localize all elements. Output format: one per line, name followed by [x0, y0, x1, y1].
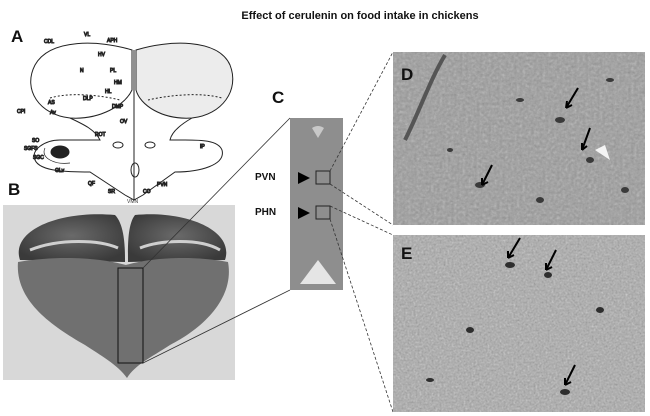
- phn-box: [315, 205, 331, 220]
- region-box: [117, 267, 144, 364]
- svg-text:HV: HV: [98, 52, 106, 58]
- svg-text:DLP: DLP: [83, 96, 93, 102]
- svg-text:IP: IP: [200, 144, 205, 150]
- svg-text:GLv: GLv: [55, 168, 65, 174]
- svg-text:PL: PL: [110, 68, 116, 74]
- svg-text:PVN: PVN: [157, 182, 168, 188]
- phn-arrowhead-icon: [298, 207, 310, 219]
- svg-text:ROT: ROT: [95, 132, 106, 138]
- arrow-icon: [564, 364, 576, 386]
- svg-text:VL: VL: [84, 32, 90, 38]
- svg-text:Av: Av: [50, 110, 56, 116]
- panel-label-d: D: [401, 65, 414, 84]
- svg-text:APH: APH: [107, 38, 118, 44]
- micrograph-d: [393, 52, 645, 225]
- svg-text:AS: AS: [48, 100, 55, 106]
- figure-title: Effect of cerulenin on food intake in ch…: [241, 10, 479, 22]
- svg-text:QF: QF: [88, 181, 95, 187]
- svg-text:HM: HM: [114, 80, 122, 86]
- svg-text:SGC: SGC: [33, 155, 44, 161]
- phn-label: PHN: [255, 207, 277, 218]
- panel-label-b: B: [8, 180, 21, 199]
- svg-text:OV: OV: [120, 119, 128, 125]
- arrow-icon: [581, 127, 591, 151]
- arrow-icon: [545, 249, 557, 271]
- pvn-box: [315, 170, 331, 185]
- svg-text:CDL: CDL: [44, 39, 54, 45]
- svg-text:SO: SO: [32, 138, 39, 144]
- atlas-diagram-bottom-label: VMN: [127, 199, 139, 205]
- svg-text:SR: SR: [108, 189, 115, 195]
- arrow-icon: [507, 237, 521, 259]
- coronal-strip: [290, 118, 343, 290]
- svg-text:CPi: CPi: [17, 109, 25, 115]
- svg-text:N: N: [80, 68, 84, 74]
- arrow-icon: [565, 87, 579, 109]
- svg-text:SGFS: SGFS: [24, 146, 38, 152]
- panel-label-c: C: [272, 88, 285, 107]
- panel-label-a: A: [11, 27, 24, 46]
- pvn-label: PVN: [255, 172, 276, 183]
- arrow-icon: [481, 164, 493, 186]
- svg-text:CO: CO: [143, 189, 151, 195]
- micrograph-e: [393, 235, 645, 412]
- svg-text:HL: HL: [105, 89, 112, 95]
- brain-section-photo: [3, 205, 235, 380]
- pvn-arrowhead-icon: [298, 172, 310, 184]
- panel-label-e: E: [401, 244, 413, 263]
- svg-text:DMP: DMP: [112, 104, 124, 110]
- svg-text:VMN: VMN: [127, 199, 139, 205]
